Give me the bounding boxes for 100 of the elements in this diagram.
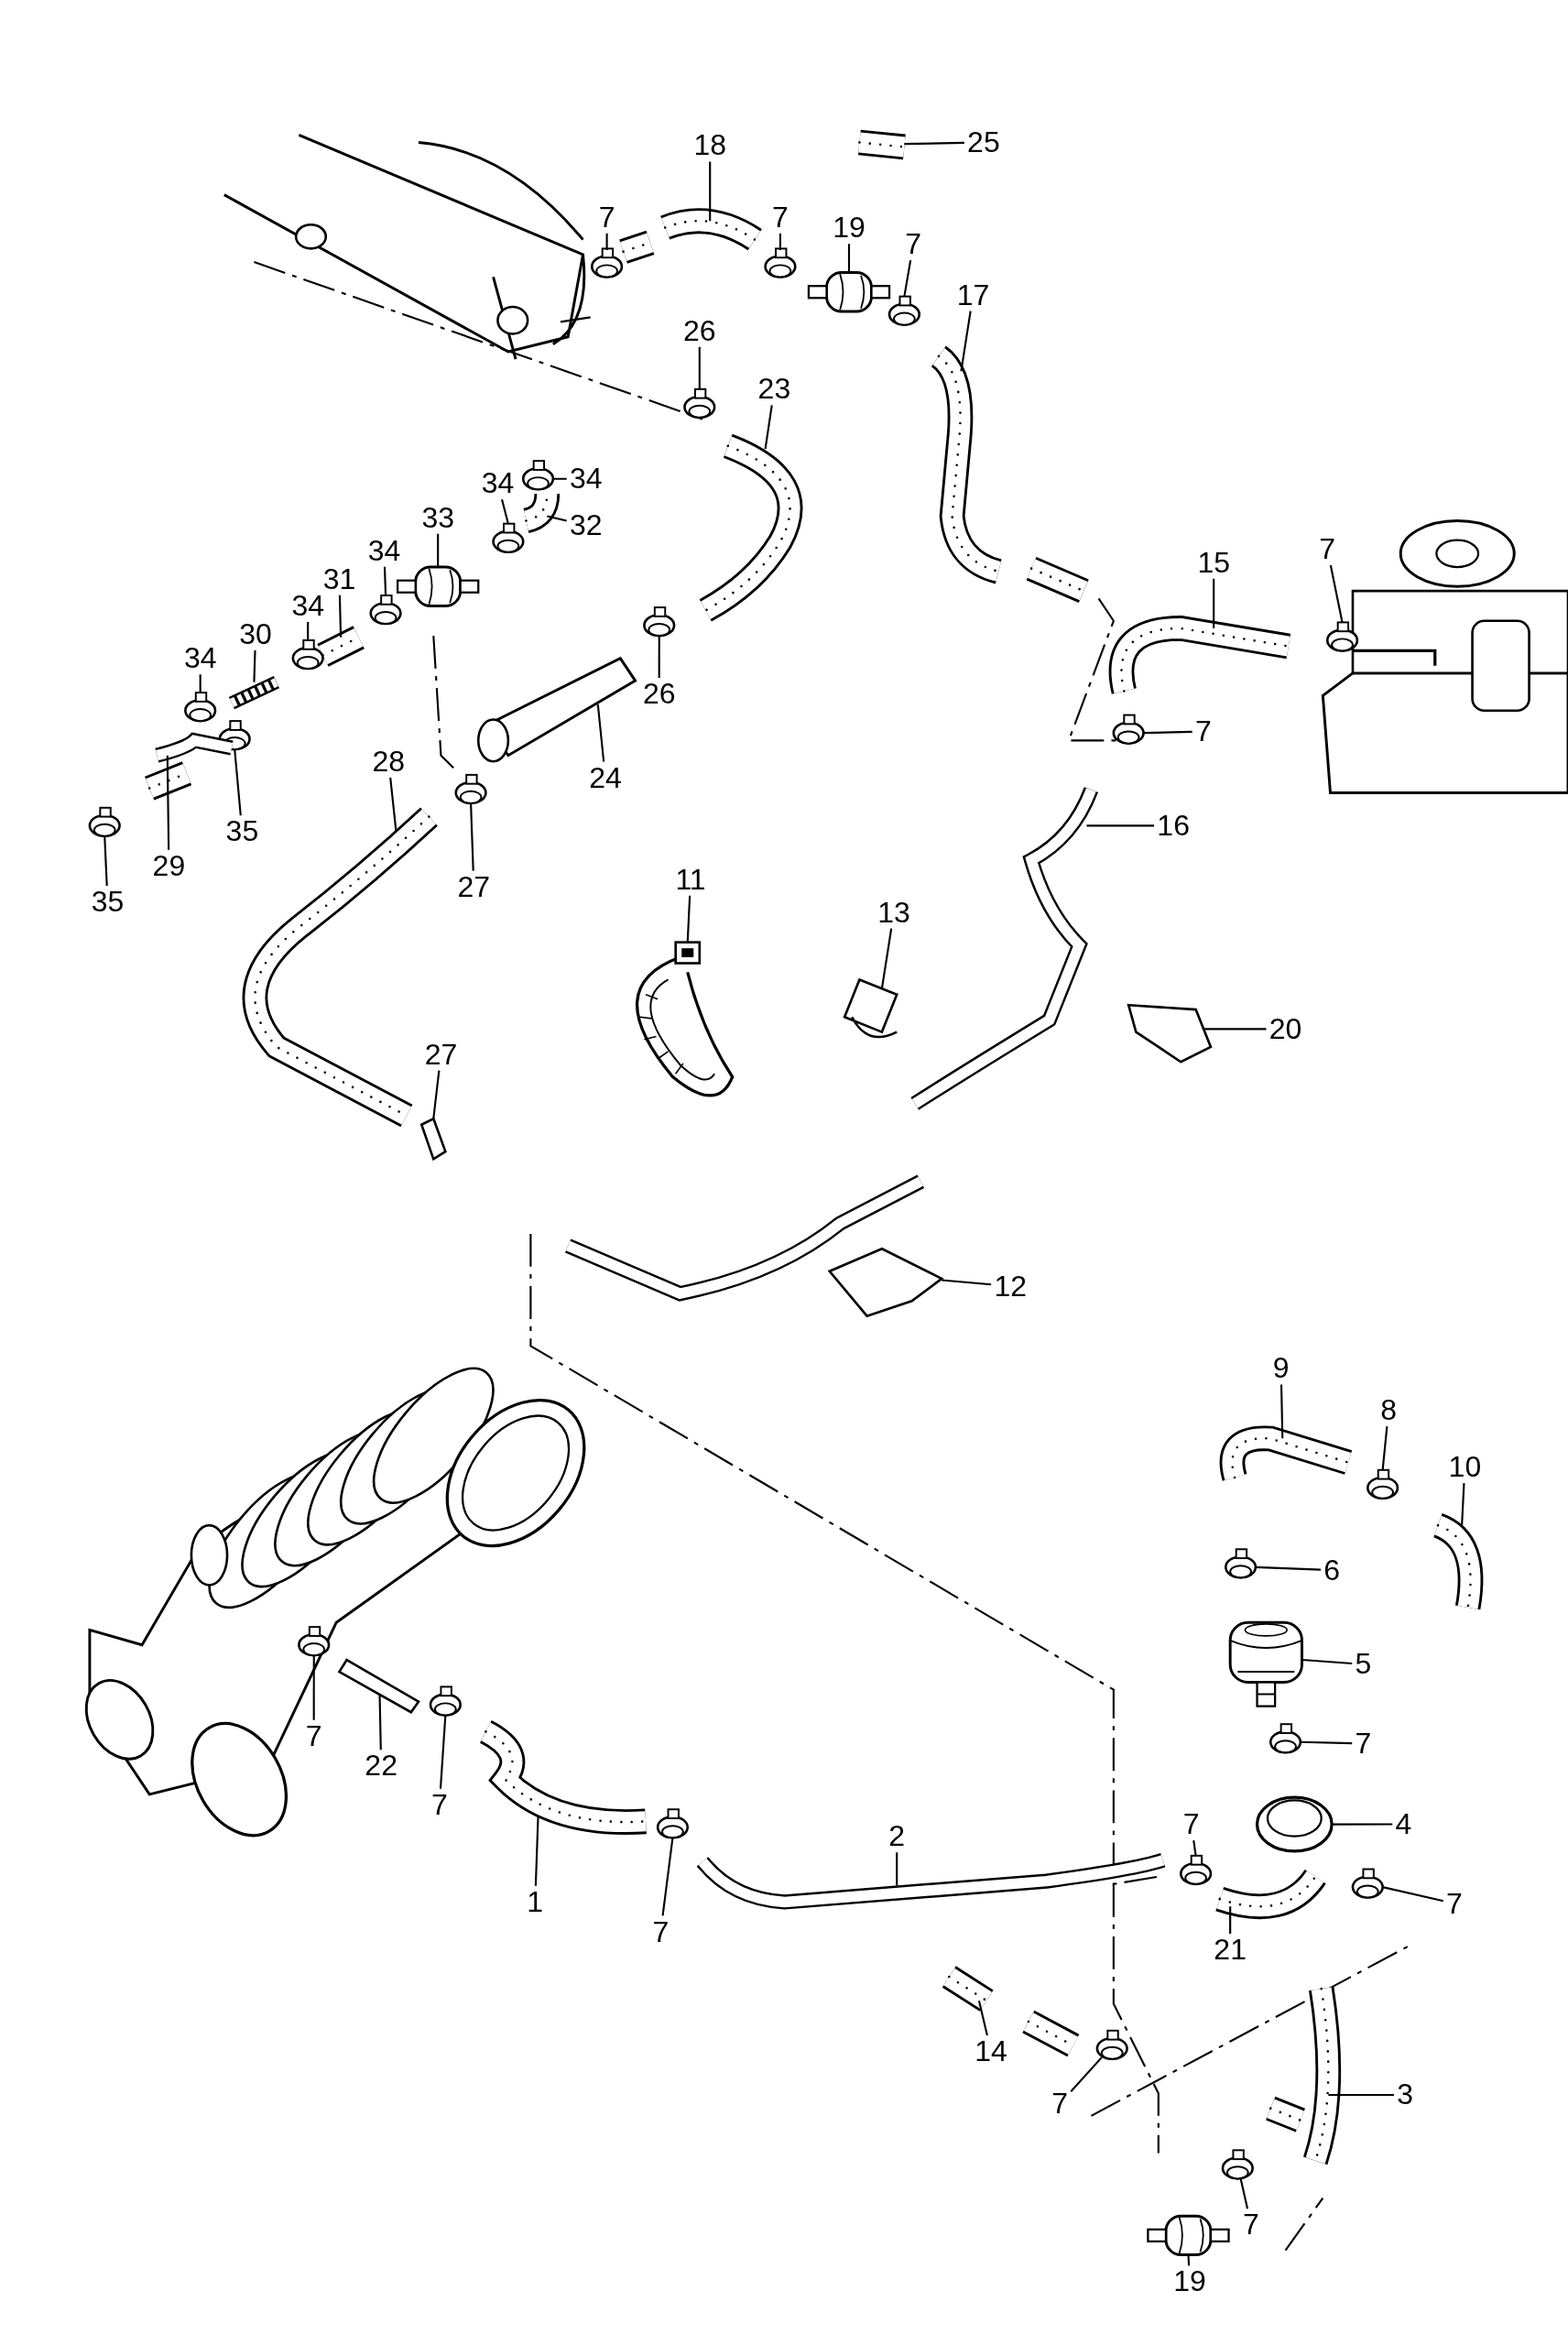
leader-line (199, 674, 201, 693)
callout-number: 13 (877, 897, 910, 927)
callout-number: 3 (1397, 2079, 1413, 2110)
leader-line (977, 2000, 988, 2036)
callout-number: 27 (457, 871, 491, 901)
hose-clamp-drawing (1351, 1868, 1384, 1899)
callout-number: 12 (994, 1271, 1028, 1301)
leader-line (779, 233, 781, 251)
hose-clamp-drawing (369, 594, 402, 626)
callout-number: 27 (424, 1039, 458, 1069)
hose-clamp-drawing (298, 1626, 331, 1657)
callout-number: 7 (305, 1720, 322, 1751)
leader-line (1300, 1740, 1353, 1745)
leader-line (960, 311, 972, 372)
leader-line (1229, 1906, 1232, 1934)
callout-number: 14 (975, 2036, 1007, 2067)
callout-number: 9 (1272, 1353, 1290, 1383)
leader-line (698, 346, 701, 389)
vacuum-valve-drawing (1228, 1620, 1303, 1707)
check-valve-drawing (807, 271, 891, 313)
leader-line (596, 704, 605, 762)
leader-line (383, 566, 387, 596)
callout-number: 7 (430, 1789, 448, 1819)
callout-number: 1 (527, 1886, 544, 1916)
tube-drawing (155, 733, 234, 763)
leader-line (234, 749, 242, 816)
bracket-drawing (843, 978, 898, 1039)
leader-line (253, 650, 256, 682)
callout-number: 4 (1395, 1809, 1412, 1839)
callout-number: 22 (365, 1751, 397, 1781)
hose-clamp-drawing (1095, 2029, 1128, 2061)
hose-clamp-drawing (1112, 714, 1145, 745)
leader-line (470, 802, 474, 871)
leader-line (896, 1852, 898, 1886)
callout-number: 11 (675, 864, 706, 894)
hose-drawing (479, 1720, 648, 1835)
leader-line (437, 533, 440, 568)
leader-line (1187, 2254, 1191, 2266)
leader-line (307, 622, 310, 640)
callout-number: 10 (1448, 1452, 1482, 1481)
hose-drawing (1302, 1987, 1342, 2165)
leader-line (1279, 1384, 1284, 1439)
hose-drawing (858, 129, 906, 160)
callout-number: 21 (1214, 1935, 1247, 1965)
tube-drawing (696, 1852, 1166, 1910)
hose-drawing (317, 626, 365, 667)
hose-clamp-drawing (590, 247, 624, 278)
leader-line (1086, 824, 1155, 827)
hose-drawing (931, 346, 1003, 584)
hose-clamp-drawing (1269, 1723, 1302, 1754)
callout-number: 7 (1319, 533, 1336, 563)
callout-number: 7 (1243, 2209, 1259, 2240)
callout-number: 18 (693, 130, 726, 160)
hose-drawing (523, 492, 561, 533)
hose-clamp-drawing (643, 606, 676, 638)
leader-line (166, 755, 170, 850)
connector-drawing (337, 1658, 420, 1714)
callout-number: 17 (956, 279, 990, 310)
leader-line (547, 515, 567, 522)
hose-clamp-drawing (1221, 2149, 1254, 2180)
callout-number: 5 (1355, 1649, 1372, 1679)
cable-tie-drawing (636, 941, 735, 1097)
hose-clamp-drawing (218, 720, 251, 751)
hose-drawing (1215, 1869, 1326, 1920)
hose-clamp-drawing (764, 247, 797, 278)
hose-drawing (660, 208, 762, 251)
leader-line (432, 1070, 441, 1119)
leader-line (686, 895, 691, 943)
callout-number: 24 (589, 762, 622, 792)
leader-line (942, 1279, 992, 1286)
hose-clamp-drawing (184, 692, 217, 723)
filter-drawing (476, 656, 637, 763)
callout-number: 26 (683, 315, 716, 345)
hose-drawing (1108, 616, 1291, 694)
callout-number: 32 (569, 509, 603, 540)
callout-number: 34 (291, 590, 324, 620)
hose-clamp-drawing (656, 1808, 690, 1839)
leader-line (378, 1694, 382, 1751)
callout-number: 35 (91, 887, 125, 917)
leader-line (904, 141, 964, 146)
hose-clamp-drawing (1180, 1854, 1213, 1886)
tube-drawing (910, 787, 1098, 1110)
callout-number: 16 (1157, 810, 1190, 840)
callout-number: 7 (905, 229, 922, 258)
hose-drawing (1219, 1425, 1353, 1481)
hose-clamp-drawing (454, 773, 487, 805)
leader-line (1213, 578, 1215, 628)
callout-number: 29 (152, 850, 186, 880)
hose-clamp-drawing (1325, 621, 1359, 652)
leader-line (1381, 1426, 1388, 1470)
hose-clamp-drawing (521, 460, 555, 491)
callout-number: 20 (1269, 1013, 1302, 1043)
ring-clamp-drawing (1255, 1795, 1334, 1853)
callout-number: 15 (1197, 547, 1230, 577)
bracket-drawing (1127, 1003, 1213, 1063)
hose-clamp-drawing (291, 639, 324, 671)
callout-number: 7 (1051, 2089, 1068, 2119)
hose-drawing (1432, 1513, 1484, 1609)
leader-line (764, 405, 773, 450)
leader-line (552, 477, 567, 480)
